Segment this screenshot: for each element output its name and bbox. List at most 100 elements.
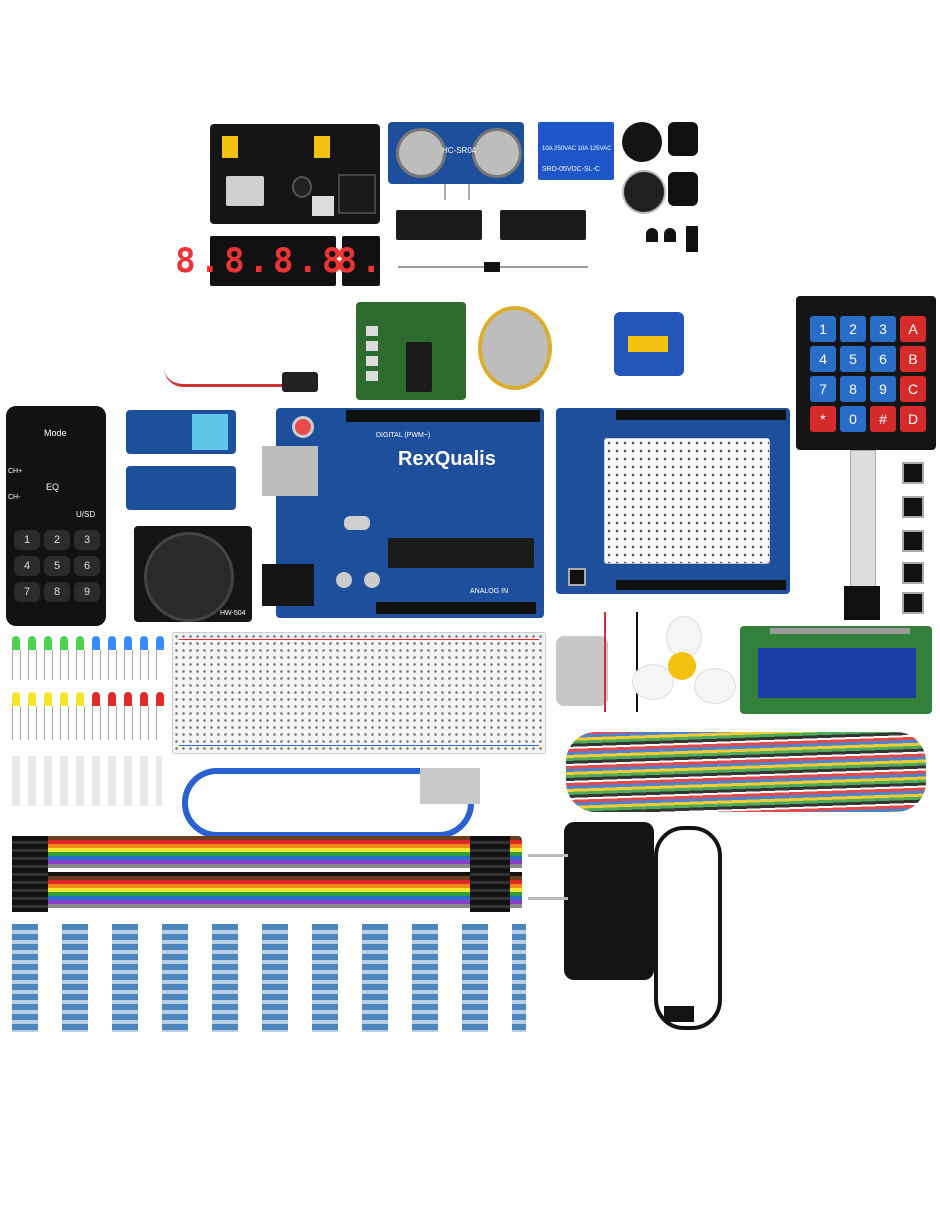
led-red (108, 692, 116, 706)
dht11-sensor-module (126, 410, 236, 454)
lcd1602-module (740, 626, 932, 714)
prototype-shield (556, 408, 790, 594)
keypad-ribbon (850, 450, 876, 592)
led-red (156, 692, 164, 706)
keypad-key: B (900, 346, 926, 372)
header-top (616, 410, 786, 420)
switch (312, 196, 334, 216)
remote-number-button: 7 (14, 582, 40, 602)
led-legs (12, 650, 164, 680)
fan-blade-tip (632, 664, 674, 700)
push-button (902, 592, 924, 614)
dupont-connectors-right (470, 836, 510, 912)
header-power (376, 602, 536, 614)
dc-jack (338, 174, 376, 214)
dht11-sensor (192, 414, 228, 450)
keypad-key: 9 (870, 376, 896, 402)
proto-button (568, 568, 586, 586)
header-digital (346, 410, 540, 422)
remote-eq-label: EQ (46, 482, 60, 492)
jumper-yellow (222, 136, 238, 158)
stepper-driver-board (356, 302, 466, 400)
lcd-header (770, 628, 910, 634)
led-red (140, 692, 148, 706)
keypad-key: 1 (810, 316, 836, 342)
keypad-key: A (900, 316, 926, 342)
led-row (366, 326, 378, 386)
keypad-key: 2 (840, 316, 866, 342)
sensor-component (686, 226, 698, 252)
ic-chip (396, 210, 482, 240)
breadboard-power-module (210, 124, 380, 224)
led-legs (12, 706, 164, 740)
analog-label: ANALOG IN (470, 588, 509, 595)
clear-leds-and-photoresistors (12, 756, 162, 806)
remote-number-button: 2 (44, 530, 70, 550)
led-green (60, 636, 68, 650)
remote-usd-label: U/SD (76, 510, 96, 519)
adapter-barrel-plug (664, 1006, 694, 1022)
joystick-label: HW-504 (220, 610, 246, 617)
ic-chip (500, 210, 586, 240)
seven-segment-1digit: 8. (337, 236, 381, 286)
dc-motor (556, 636, 608, 706)
remote-number-button: 3 (74, 530, 100, 550)
buzzer (622, 122, 662, 162)
resistor-leads (12, 924, 526, 1032)
motor-wires (604, 612, 638, 712)
membrane-keypad: 1 2 3 A 4 5 6 B 7 8 9 C * 0 # D (796, 296, 936, 450)
jumper-yellow (314, 136, 330, 158)
joystick-module: HW-504 (134, 526, 252, 622)
led-yellow (60, 692, 68, 706)
reset-button (292, 416, 314, 438)
usb-plug (420, 768, 480, 804)
transducer-left (396, 128, 446, 178)
led-blue (124, 636, 132, 650)
ultrasonic-pins (444, 184, 470, 200)
keypad-key: 7 (810, 376, 836, 402)
keypad-key: 0 (840, 406, 866, 432)
led-blue (140, 636, 148, 650)
keypad-key: 3 (870, 316, 896, 342)
stepper-motor (478, 306, 552, 390)
keypad-key: 6 (870, 346, 896, 372)
ultrasonic-sensor: HC-SR04 (388, 122, 524, 184)
fan-blade (632, 616, 736, 708)
remote-ch-plus: CH+ (8, 468, 23, 475)
led-red (124, 692, 132, 706)
dc-power-jack (262, 564, 314, 606)
led-green (44, 636, 52, 650)
fan-blade-tip (694, 668, 736, 704)
transistor (664, 228, 676, 242)
crystal (344, 516, 370, 530)
adapter-prongs (528, 854, 568, 900)
dupont-connectors-left (12, 836, 48, 912)
buzzer-passive (622, 170, 666, 214)
potentiometer (668, 122, 698, 156)
relay: 10A 250VAC 10A 125VAC SRD-05VDC-SL-C (538, 122, 614, 180)
led-yellow (28, 692, 36, 706)
keypad-key: C (900, 376, 926, 402)
push-button (902, 530, 924, 552)
led-blue (92, 636, 100, 650)
digital-label: DIGITAL (PWM~) (376, 432, 431, 439)
board-logo: RexQualis (398, 448, 496, 470)
remote-ch-minus: CH- (8, 494, 21, 501)
relay-label: SRD-05VDC-SL-C (542, 166, 600, 173)
fan-hub (668, 652, 696, 680)
battery-clip (164, 368, 314, 387)
power-adapter (564, 822, 654, 980)
remote-number-button: 5 (44, 556, 70, 576)
rail-red-top (179, 639, 539, 640)
sensor-module (126, 466, 236, 510)
rail-blue-bottom (179, 745, 539, 746)
keypad-key: D (900, 406, 926, 432)
capacitor (292, 176, 312, 198)
remote-number-button: 8 (44, 582, 70, 602)
lcd-screen (758, 648, 916, 698)
potentiometer (668, 172, 698, 206)
capacitor (364, 572, 380, 588)
capacitor (336, 572, 352, 588)
jumper-wire-bundle (566, 732, 926, 812)
led-yellow (44, 692, 52, 706)
